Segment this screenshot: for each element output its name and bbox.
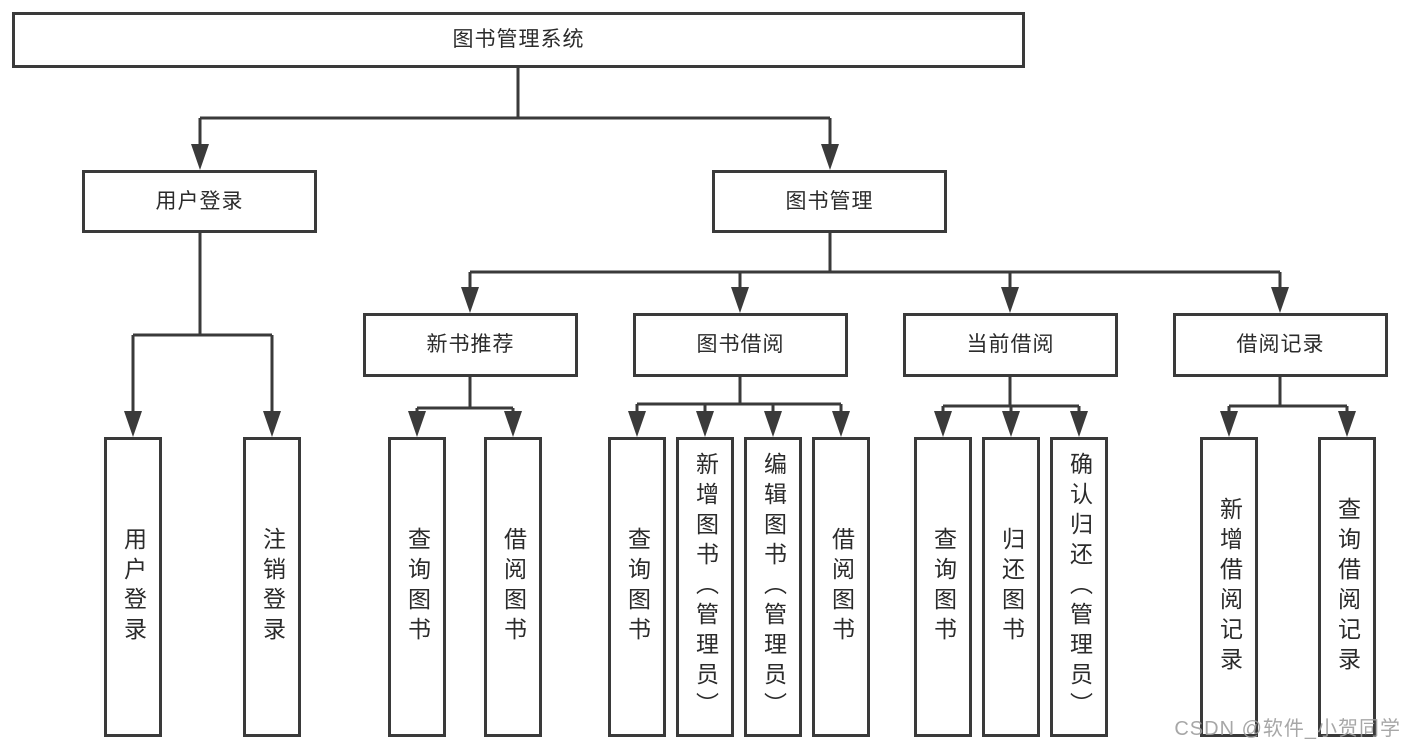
node-current-borrow-label: 当前借阅 [966, 333, 1055, 357]
node-user-login-label: 用户登录 [155, 189, 244, 213]
leaf-query-book-borrow: 查询图书 [608, 437, 666, 737]
leaf-confirm-return-admin: 确认归还（管理员） [1050, 437, 1108, 737]
node-new-book-recommend: 新书推荐 [363, 313, 578, 377]
leaf-add-borrow-record-label: 新增借阅记录 [1216, 497, 1243, 677]
connector-book-borrow-to-leaves [628, 377, 850, 437]
leaf-query-book-current: 查询图书 [914, 437, 972, 737]
leaf-user-login: 用户登录 [104, 437, 162, 737]
leaf-return-book-label: 归还图书 [998, 527, 1025, 647]
node-user-login: 用户登录 [82, 170, 317, 233]
csdn-watermark: CSDN @软件_小贺同学 [1174, 718, 1401, 740]
leaf-query-book-recommend: 查询图书 [388, 437, 446, 737]
node-book-management-label: 图书管理 [785, 189, 874, 213]
leaf-return-book: 归还图书 [982, 437, 1040, 737]
leaf-query-book-recommend-label: 查询图书 [404, 527, 431, 647]
leaf-query-borrow-record-label: 查询借阅记录 [1334, 497, 1361, 677]
leaf-logout: 注销登录 [243, 437, 301, 737]
leaf-add-book-admin: 新增图书（管理员） [676, 437, 734, 737]
leaf-edit-book-admin: 编辑图书（管理员） [744, 437, 802, 737]
leaf-logout-label: 注销登录 [259, 527, 286, 647]
node-current-borrow: 当前借阅 [903, 313, 1118, 377]
node-new-book-recommend-label: 新书推荐 [426, 333, 515, 357]
leaf-borrow-book: 借阅图书 [812, 437, 870, 737]
connector-user-login-to-leaves [124, 233, 281, 437]
leaf-borrow-book-label: 借阅图书 [828, 527, 855, 647]
leaf-user-login-label: 用户登录 [120, 527, 147, 647]
node-root-label: 图书管理系统 [452, 28, 585, 52]
leaf-borrow-book-recommend-label: 借阅图书 [500, 527, 527, 647]
node-borrow-records: 借阅记录 [1173, 313, 1388, 377]
node-book-management: 图书管理 [712, 170, 947, 233]
leaf-query-book-borrow-label: 查询图书 [624, 527, 651, 647]
leaf-confirm-return-admin-label: 确认归还（管理员） [1066, 452, 1093, 722]
node-borrow-records-label: 借阅记录 [1236, 333, 1325, 357]
connector-current-borrow-to-leaves [934, 377, 1088, 437]
leaf-add-borrow-record: 新增借阅记录 [1200, 437, 1258, 737]
node-root-system: 图书管理系统 [12, 12, 1025, 68]
leaf-add-book-admin-label: 新增图书（管理员） [692, 452, 719, 722]
connector-new-book-recommend-to-leaves [408, 377, 522, 437]
leaf-query-borrow-record: 查询借阅记录 [1318, 437, 1376, 737]
connector-borrow-records-to-leaves [1220, 377, 1356, 437]
leaf-edit-book-admin-label: 编辑图书（管理员） [760, 452, 787, 722]
connector-root-to-level1 [191, 68, 839, 170]
connector-book-management-to-level2 [461, 233, 1289, 313]
node-book-borrow: 图书借阅 [633, 313, 848, 377]
leaf-borrow-book-recommend: 借阅图书 [484, 437, 542, 737]
leaf-query-book-current-label: 查询图书 [930, 527, 957, 647]
node-book-borrow-label: 图书借阅 [696, 333, 785, 357]
